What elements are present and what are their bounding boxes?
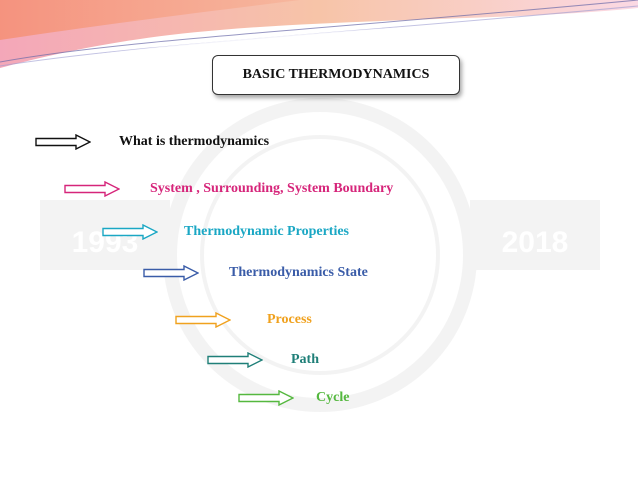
bullet-item-label: System , Surrounding, System Boundary bbox=[150, 181, 394, 196]
bullet-item: Thermodynamics State bbox=[143, 265, 368, 281]
bullet-item-label: Cycle bbox=[316, 390, 350, 405]
bullet-item: System , Surrounding, System Boundary bbox=[64, 181, 393, 197]
bullet-item-label: Path bbox=[291, 352, 319, 367]
bullet-item: What is thermodynamics bbox=[35, 134, 269, 150]
bullet-item-label: What is thermodynamics bbox=[119, 134, 270, 149]
right-arrow-icon bbox=[207, 352, 263, 368]
right-arrow-icon bbox=[35, 134, 91, 150]
right-arrow-icon bbox=[143, 265, 199, 281]
right-arrow-icon bbox=[175, 312, 231, 328]
bullet-item: Cycle bbox=[238, 390, 349, 406]
bullet-item-label: Process bbox=[267, 312, 312, 327]
bullet-item: Thermodynamic Properties bbox=[102, 224, 349, 240]
header-banner bbox=[0, 0, 638, 68]
right-arrow-icon bbox=[64, 181, 120, 197]
bullet-item: Path bbox=[207, 352, 319, 368]
slide-title: BASIC THERMODYNAMICS bbox=[212, 55, 460, 95]
right-arrow-icon bbox=[102, 224, 158, 240]
watermark-year-right: 2018 bbox=[502, 226, 569, 259]
bullet-item-label: Thermodynamics State bbox=[229, 265, 368, 280]
bullet-item-label: Thermodynamic Properties bbox=[184, 224, 349, 239]
bullet-item: Process bbox=[175, 312, 312, 328]
right-arrow-icon bbox=[238, 390, 294, 406]
